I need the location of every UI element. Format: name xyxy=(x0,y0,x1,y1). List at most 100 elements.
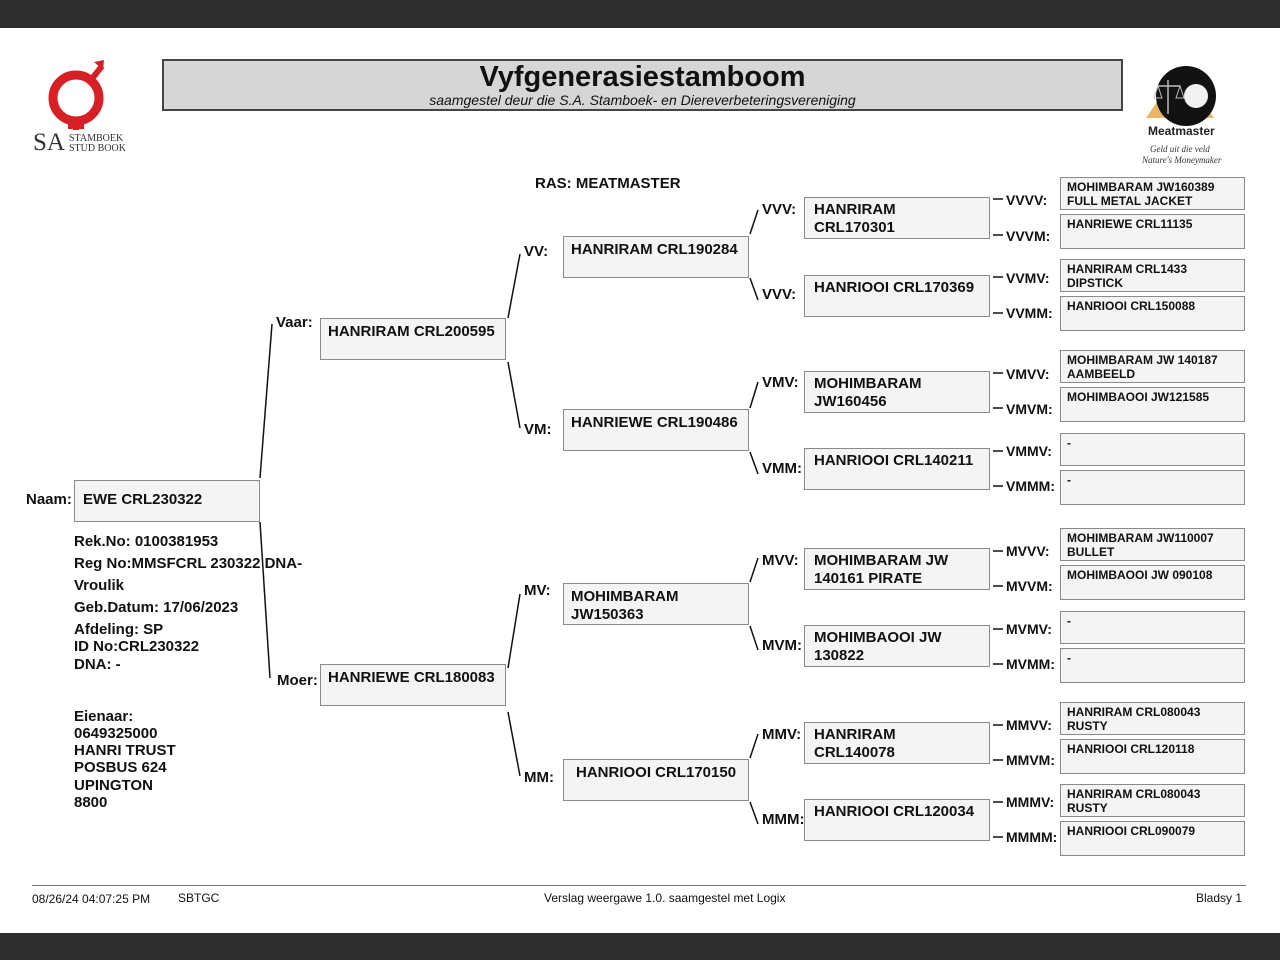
gen4-label: VVVM: xyxy=(1006,228,1051,244)
gen4-box: MOHIMBAOOI JW 090108 xyxy=(1060,565,1245,600)
gen4-label: VMVV: xyxy=(1006,366,1050,382)
gen2-name: HANRIOOI CRL170150 xyxy=(576,764,737,781)
gen2-box: HANRIOOI CRL170150 xyxy=(563,759,749,801)
gen4-box: MOHIMBARAM JW160389 FULL METAL JACKET xyxy=(1060,177,1245,210)
gen4-label: MMMV: xyxy=(1006,794,1055,810)
gen2-label: MV: xyxy=(524,582,551,599)
animal-name: EWE CRL230322 xyxy=(83,491,203,508)
gen4-label: MMVV: xyxy=(1006,717,1052,733)
gen3-box: HANRIRAM CRL140078 xyxy=(804,722,990,764)
gen3-box: HANRIOOI CRL140211 xyxy=(804,448,990,490)
gen4-label: MVMV: xyxy=(1006,621,1052,637)
dam-box: HANRIEWE CRL180083 xyxy=(320,664,506,706)
owner-line: 8800 xyxy=(74,794,108,811)
gen4-box: - xyxy=(1060,470,1245,505)
gen4-name: - xyxy=(1067,436,1071,450)
gen4-name: MOHIMBARAM JW 140187 AAMBEELD xyxy=(1067,353,1218,381)
gen3-label: VMM: xyxy=(762,460,802,477)
gen2-label: VV: xyxy=(524,243,549,260)
animal-detail: ID No:CRL230322 xyxy=(74,638,200,655)
gen4-name: - xyxy=(1067,473,1071,487)
gen3-name: HANRIOOI CRL140211 xyxy=(814,452,974,469)
sire-name: HANRIRAM CRL200595 xyxy=(328,323,495,340)
gen2-box: HANRIRAM CRL190284 xyxy=(563,236,749,278)
owner-line: Eienaar: xyxy=(74,708,134,725)
gen4-name: MOHIMBARAM JW160389 FULL METAL JACKET xyxy=(1067,180,1215,208)
gen4-box: HANRIRAM CRL1433 DIPSTICK xyxy=(1060,259,1245,292)
gen3-name: MOHIMBARAM JW 140161 PIRATE xyxy=(814,552,949,587)
animal-detail: Reg No:MMSFCRL 230322 DNA- xyxy=(74,555,303,572)
gen3-label: VVV: xyxy=(762,201,797,218)
gen4-box: MOHIMBARAM JW110007 BULLET xyxy=(1060,528,1245,561)
gen4-name: HANRIRAM CRL1433 DIPSTICK xyxy=(1067,262,1188,290)
meatmaster-emblem-icon xyxy=(1146,66,1216,126)
gen4-box: HANRIOOI CRL120118 xyxy=(1060,739,1245,774)
gen4-name: MOHIMBARAM JW110007 BULLET xyxy=(1067,531,1214,559)
gen3-name: HANRIRAM CRL170301 xyxy=(814,201,896,236)
gen3-label: VMV: xyxy=(762,374,799,391)
gen2-name: HANRIEWE CRL190486 xyxy=(571,414,738,431)
gen4-box: MOHIMBAOOI JW121585 xyxy=(1060,387,1245,422)
gen2-label: VM: xyxy=(524,421,552,438)
gen3-name: HANRIOOI CRL120034 xyxy=(814,803,975,820)
footer-page-number: Bladsy 1 xyxy=(1196,891,1243,905)
gen4-label: VMVM: xyxy=(1006,401,1053,417)
sa-studbook-logo: SA STAMBOEK STUD BOOK xyxy=(30,56,140,156)
gen4-label: VVVV: xyxy=(1006,192,1048,208)
gen4-name: HANRIRAM CRL080043 RUSTY xyxy=(1067,787,1201,815)
stamboek-text: STAMBOEK xyxy=(69,133,124,144)
gen3-label: MMM: xyxy=(762,811,805,828)
pedigree-connector-lines xyxy=(259,198,1003,838)
owner-line: HANRI TRUST xyxy=(74,742,176,759)
dam-label: Moer: xyxy=(277,672,318,689)
gen3-label: VVV: xyxy=(762,286,797,303)
gen4-box: HANRIEWE CRL11135 xyxy=(1060,214,1245,249)
name-label: Naam: xyxy=(26,491,72,508)
gen3-name: MOHIMBAOOI JW 130822 xyxy=(814,629,942,664)
breed-label: RAS: MEATMASTER xyxy=(535,175,681,192)
gen4-name: MOHIMBAOOI JW121585 xyxy=(1067,390,1210,404)
gen4-label: VVMV: xyxy=(1006,270,1050,286)
footer-rule xyxy=(32,885,1246,886)
animal-detail: Rek.No: 0100381953 xyxy=(74,533,219,550)
footer-timestamp: 08/26/24 04:07:25 PM xyxy=(32,892,151,906)
gen3-box: MOHIMBAOOI JW 130822 xyxy=(804,625,990,667)
gen4-name: HANRIOOI CRL120118 xyxy=(1067,742,1195,756)
gen2-box: HANRIEWE CRL190486 xyxy=(563,409,749,451)
gen4-name: HANRIRAM CRL080043 RUSTY xyxy=(1067,705,1201,733)
gen4-name: HANRIOOI CRL090079 xyxy=(1067,824,1196,838)
gen4-box: MOHIMBARAM JW 140187 AAMBEELD xyxy=(1060,350,1245,383)
owner-line: 0649325000 xyxy=(74,725,158,742)
meatmaster-tagline-af: Geld uit die veld xyxy=(1150,144,1210,154)
gen4-label: MVVM: xyxy=(1006,578,1053,594)
gen3-box: MOHIMBARAM JW 140161 PIRATE xyxy=(804,548,990,590)
gen4-name: MOHIMBAOOI JW 090108 xyxy=(1067,568,1213,582)
animal-name-box: EWE CRL230322 xyxy=(74,480,260,522)
owner-line: POSBUS 624 xyxy=(74,759,167,776)
animal-detail: Geb.Datum: 17/06/2023 xyxy=(74,599,239,616)
owner-line: UPINGTON xyxy=(74,777,153,794)
gen4-box: - xyxy=(1060,611,1245,644)
gen2-box: MOHIMBARAM JW150363 xyxy=(563,583,749,625)
page-title: Vyfgenerasiestamboom xyxy=(479,61,806,93)
gen4-label: MVVV: xyxy=(1006,543,1050,559)
gen4-label: VMMV: xyxy=(1006,443,1052,459)
gen4-name: - xyxy=(1067,651,1071,665)
sire-label: Vaar: xyxy=(276,314,313,331)
gen4-name: - xyxy=(1067,614,1071,628)
title-banner: Vyfgenerasiestamboom saamgestel deur die… xyxy=(162,59,1123,111)
sire-box: HANRIRAM CRL200595 xyxy=(320,318,506,360)
footer-code: SBTGC xyxy=(178,891,220,905)
gen4-label: MMMM: xyxy=(1006,829,1058,845)
page-subtitle: saamgestel deur die S.A. Stamboek- en Di… xyxy=(429,92,856,108)
gen4-box: HANRIRAM CRL080043 RUSTY xyxy=(1060,784,1245,817)
gen4-label: MMVM: xyxy=(1006,752,1055,768)
gen4-box: HANRIOOI CRL090079 xyxy=(1060,821,1245,856)
gen3-label: MVV: xyxy=(762,552,799,569)
meatmaster-tagline-en: Nature's Moneymaker xyxy=(1142,155,1222,165)
footer-version: Verslag weergawe 1.0. saamgestel met Log… xyxy=(544,891,786,905)
gen4-box: - xyxy=(1060,648,1245,683)
gen3-name: HANRIRAM CRL140078 xyxy=(814,726,896,761)
gen3-label: MVM: xyxy=(762,637,802,654)
animal-detail: DNA: - xyxy=(74,656,121,673)
